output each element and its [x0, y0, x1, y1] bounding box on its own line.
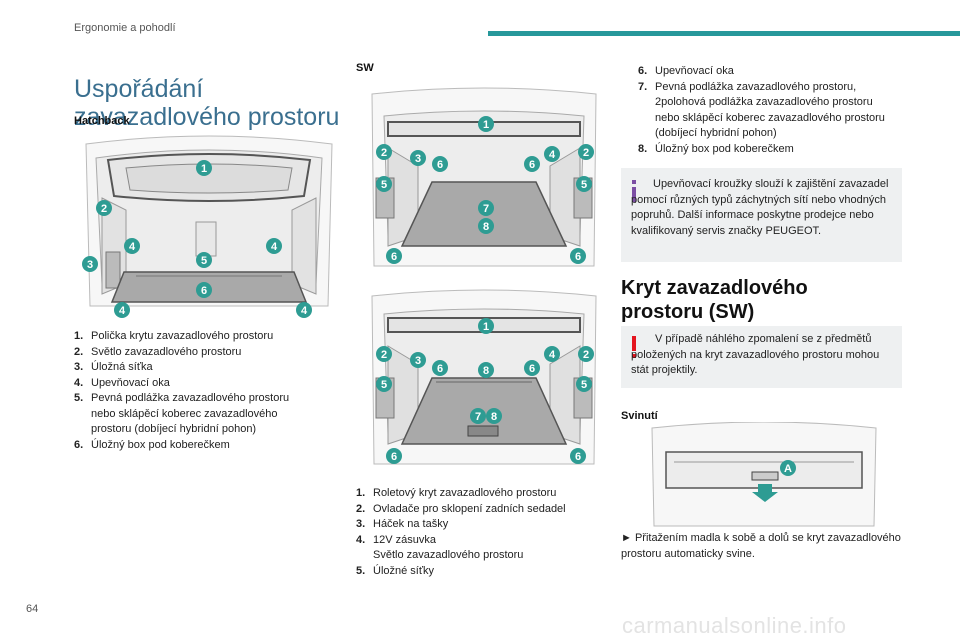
svg-text:4: 4 — [301, 305, 308, 317]
svg-text:5: 5 — [201, 255, 207, 267]
page-title: Uspořádání zavazadlového prostoru — [74, 74, 340, 131]
list-item: 3.Úložná síťka — [74, 361, 153, 373]
svg-text:8: 8 — [491, 411, 497, 423]
info-icon — [632, 180, 636, 202]
cover-rollup-figure: A — [648, 422, 880, 528]
callout-a-badge — [780, 460, 796, 476]
list-item: 4.Upevňovací oka — [74, 376, 170, 389]
sw-heading: SW — [356, 62, 374, 74]
svg-text:4: 4 — [549, 349, 556, 361]
svg-text:8: 8 — [483, 365, 489, 377]
svg-text:3: 3 — [87, 259, 93, 271]
list-item: 1.Polička krytu zavazadlového prostoru — [74, 330, 274, 342]
header-accent-bar — [488, 31, 960, 36]
svg-text:6: 6 — [575, 251, 581, 263]
info-box: Upevňovací kroužky slouží k zajištění za… — [621, 168, 902, 262]
list-item: 3.Háček na tašky — [356, 518, 449, 530]
list-item: 2.Světlo zavazadlového prostoru — [74, 345, 242, 358]
svg-text:6: 6 — [391, 451, 397, 463]
warning-box: V případě náhlého zpomalení se z předmět… — [621, 326, 902, 388]
svg-text:4: 4 — [119, 305, 126, 317]
sw-figure-2: 1 2 2 3 6 8 6 4 5 5 7 8 6 6 — [366, 288, 602, 472]
svg-text:1: 1 — [483, 119, 489, 131]
svg-text:7: 7 — [475, 411, 481, 423]
list-item: 2.Ovladače pro sklopení zadních sedadel — [356, 502, 566, 515]
svg-text:5: 5 — [381, 379, 387, 391]
svg-text:7: 7 — [483, 203, 489, 215]
svg-text:1: 1 — [483, 321, 489, 333]
svg-text:2: 2 — [101, 203, 107, 215]
list-item: 1.Roletový kryt zavazadlového prostoru — [356, 487, 557, 499]
rollup-heading: Svinutí — [621, 410, 658, 422]
svg-text:5: 5 — [581, 179, 587, 191]
list-item: 5.Úložné síťky — [356, 564, 434, 577]
watermark: carmanualsonline.info — [622, 613, 847, 638]
list-item: 6.Upevňovací oka — [638, 65, 734, 77]
warning-text: V případě náhlého zpomalení se z předmět… — [631, 333, 880, 376]
hatchback-legend: 1.Polička krytu zavazadlového prostoru 2… — [74, 329, 310, 453]
svg-text:4: 4 — [129, 241, 136, 253]
sw-legend-continued: 6.Upevňovací oka 7.Pevná podlážka zavaza… — [638, 64, 898, 157]
svg-text:4: 4 — [549, 149, 556, 161]
info-text: Upevňovací kroužky slouží k zajištění za… — [631, 178, 889, 237]
hatchback-heading: Hatchback — [74, 115, 130, 127]
svg-text:5: 5 — [381, 179, 387, 191]
header-section-title: Ergonomie a pohodlí — [74, 22, 176, 34]
list-item: 5.Pevná podlážka zavazadlového prostoru … — [74, 392, 290, 435]
svg-text:6: 6 — [201, 285, 207, 297]
svg-text:6: 6 — [529, 363, 535, 375]
warning-icon — [632, 336, 636, 358]
svg-text:2: 2 — [381, 147, 387, 159]
svg-text:8: 8 — [483, 221, 489, 233]
list-item: 8.Úložný box pod koberečkem — [638, 142, 794, 155]
svg-text:4: 4 — [271, 241, 278, 253]
page-number: 64 — [26, 603, 39, 615]
svg-text:6: 6 — [529, 159, 535, 171]
svg-text:6: 6 — [391, 251, 397, 263]
hatchback-figure: 1 2 3 4 4 5 6 4 4 — [78, 134, 340, 318]
section-title: Kryt zavazadlového prostoru (SW) — [621, 277, 808, 323]
svg-text:3: 3 — [415, 153, 421, 165]
list-item: 6.Úložný box pod koberečkem — [74, 438, 230, 451]
rollup-instruction: ► Přitažením madla k sobě a dolů se kryt… — [621, 532, 901, 560]
list-item: 7.Pevná podlážka zavazadlového prostoru,… — [638, 80, 885, 140]
svg-text:1: 1 — [201, 163, 207, 175]
svg-text:3: 3 — [415, 355, 421, 367]
sw-legend: 1.Roletový kryt zavazadlového prostoru 2… — [356, 486, 606, 579]
callout-a-label: A — [784, 463, 792, 475]
svg-text:6: 6 — [437, 159, 443, 171]
svg-text:6: 6 — [437, 363, 443, 375]
svg-text:2: 2 — [381, 349, 387, 361]
svg-text:6: 6 — [575, 451, 581, 463]
svg-text:2: 2 — [583, 349, 589, 361]
svg-text:2: 2 — [583, 147, 589, 159]
sw-figure-1: 1 2 2 3 6 4 6 5 5 7 8 6 6 — [366, 86, 602, 274]
svg-text:5: 5 — [581, 379, 587, 391]
